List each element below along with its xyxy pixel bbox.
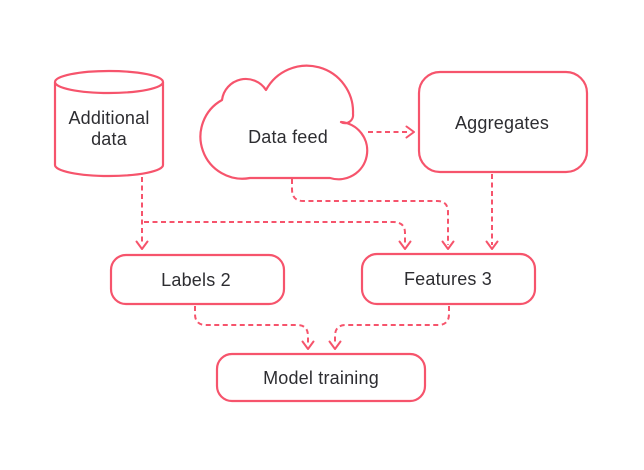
- node-label-aggregates: Aggregates: [455, 113, 549, 133]
- edge-labels-2-to-model-training: [194, 306, 315, 350]
- node-label-features-3: Features 3: [404, 269, 492, 289]
- labels-2-box: [109, 253, 286, 306]
- node-model-training: Model training: [215, 352, 427, 403]
- node-label-data-feed: Data feed: [248, 127, 328, 147]
- node-additional-data: Additional data: [53, 69, 165, 178]
- edge-features-3-to-model-training: [328, 306, 450, 350]
- node-label-model-training: Model training: [263, 368, 379, 388]
- node-label-additional-data-line1: Additional: [68, 108, 149, 128]
- node-label-labels-2: Labels 2: [161, 270, 231, 290]
- node-data-feed: Data feed: [199, 64, 369, 181]
- edge-additional-data-to-features-3: [144, 221, 412, 250]
- node-label-additional-data-line2: data: [91, 129, 128, 149]
- aggregates-box: [417, 70, 589, 174]
- cylinder-top-ellipse: [53, 69, 165, 95]
- model-training-box: [215, 352, 427, 403]
- node-aggregates: Aggregates: [417, 70, 589, 174]
- edges-layer: [135, 125, 499, 350]
- node-labels-2: Labels 2: [109, 253, 286, 306]
- edge-data-feed-to-features-3: [291, 179, 455, 250]
- features-3-box: [360, 252, 537, 306]
- cloud-shape: [199, 64, 369, 181]
- node-features-3: Features 3: [360, 252, 537, 306]
- cylinder-shape: [53, 82, 165, 178]
